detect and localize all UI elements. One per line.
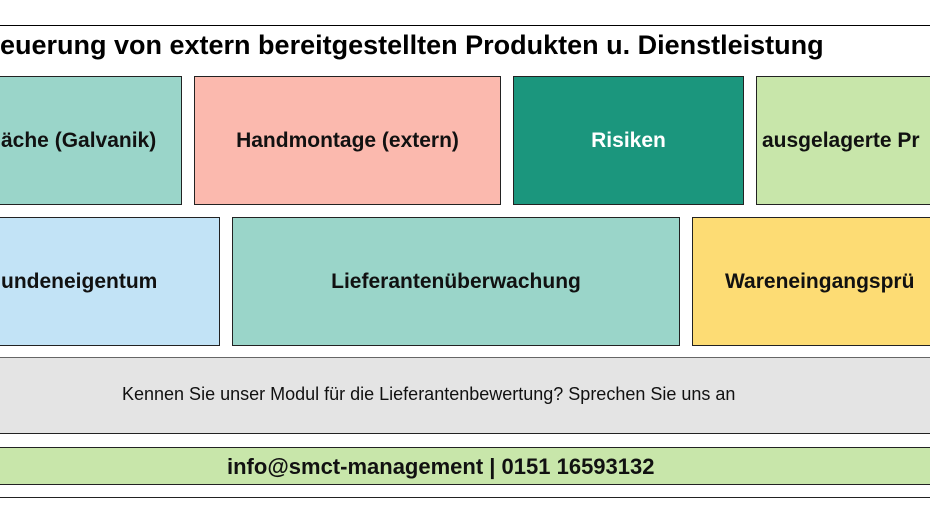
- tile-label: Handmontage (extern): [236, 128, 459, 152]
- tile-label: undeneigentum: [1, 269, 158, 293]
- tile-label: Lieferantenüberwachung: [331, 269, 581, 293]
- page-title-bar: euerung von extern bereitgestellten Prod…: [0, 25, 930, 65]
- tile-label: Wareneingangsprü: [725, 269, 915, 293]
- contact-text: info@smct-management | 0151 16593132: [227, 454, 655, 479]
- contact-banner[interactable]: info@smct-management | 0151 16593132: [0, 447, 930, 485]
- tile-label: Risiken: [591, 128, 666, 152]
- tile-label: ausgelagerte Pr: [762, 128, 920, 152]
- tile-label: äche (Galvanik): [1, 128, 157, 152]
- tile-galvanik[interactable]: äche (Galvanik): [0, 76, 182, 205]
- tile-kundeneigentum[interactable]: undeneigentum: [0, 217, 220, 346]
- page-title: euerung von extern bereitgestellten Prod…: [0, 30, 824, 60]
- tile-wareneingangspruefung[interactable]: Wareneingangsprü: [692, 217, 930, 346]
- tile-risiken[interactable]: Risiken: [513, 76, 744, 205]
- tile-lieferantenueberwachung[interactable]: Lieferantenüberwachung: [232, 217, 680, 346]
- tile-handmontage[interactable]: Handmontage (extern): [194, 76, 501, 205]
- cta-text: Kennen Sie unser Modul für die Lieferant…: [122, 384, 736, 404]
- cta-banner[interactable]: Kennen Sie unser Modul für die Lieferant…: [0, 357, 930, 434]
- tile-ausgelagerte-prozesse[interactable]: ausgelagerte Pr: [756, 76, 930, 205]
- divider: [0, 497, 930, 498]
